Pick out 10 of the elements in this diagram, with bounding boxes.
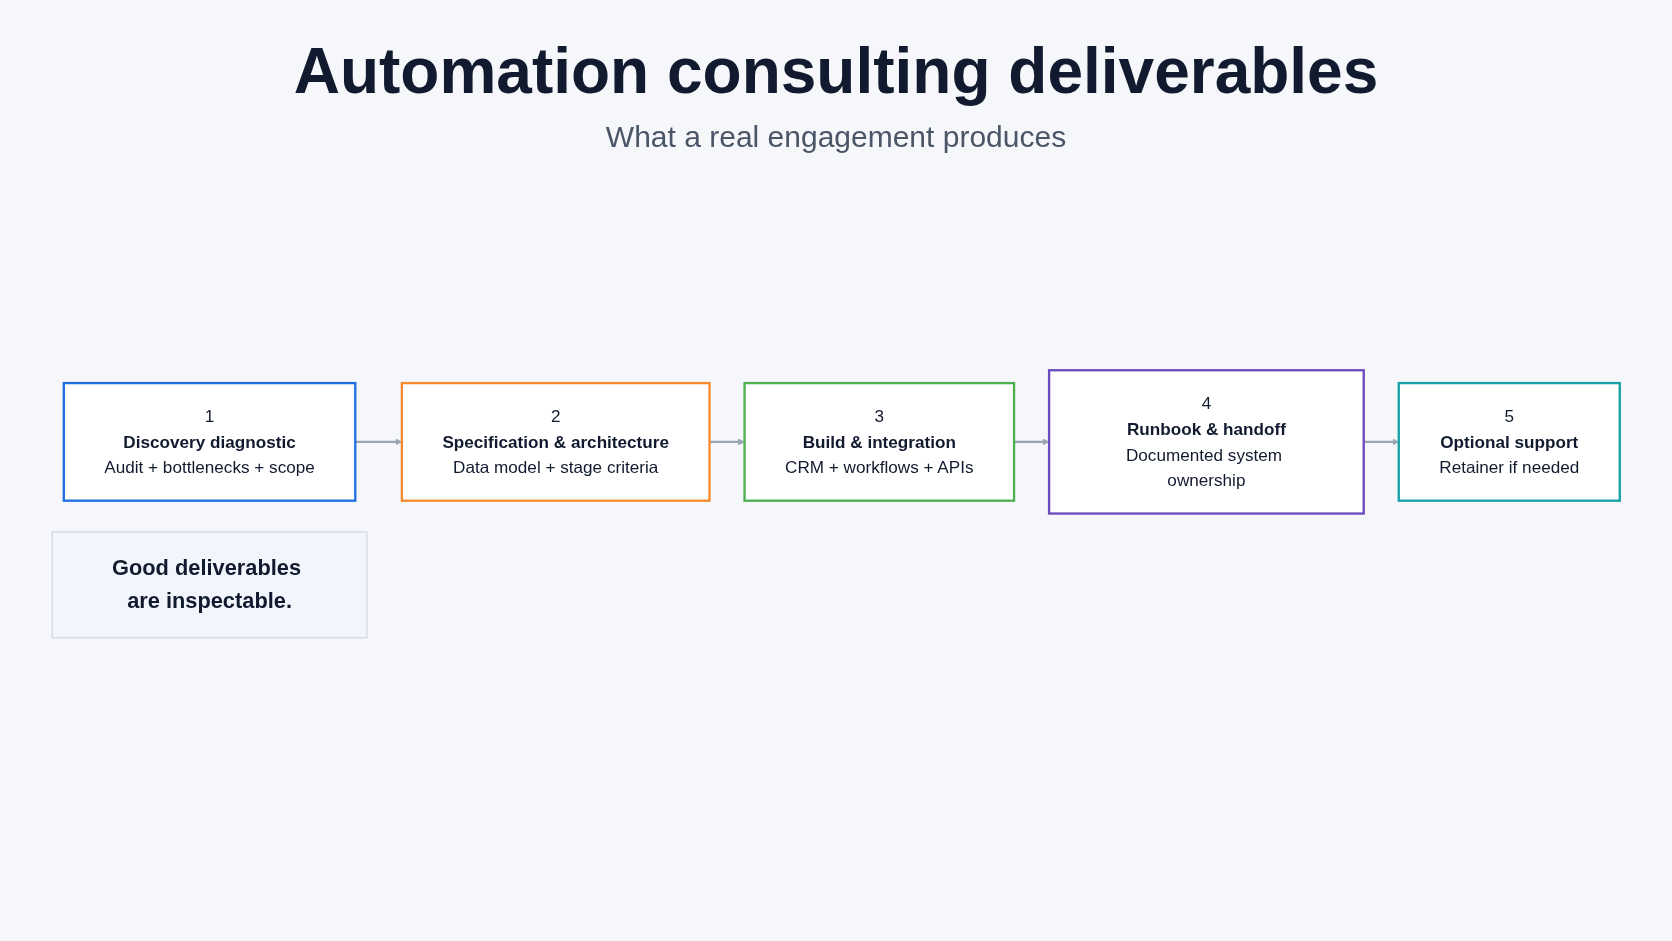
title: Automation consulting deliverables	[293, 36, 1379, 107]
arrow	[1014, 438, 1050, 446]
subtitle: What a real engagement produces	[605, 120, 1067, 155]
node-box: 5 Optional support Retainer if needed	[1397, 382, 1621, 503]
node-box: 3 Build & integration CRM + workflows + APIs	[743, 382, 1016, 503]
arrow	[709, 438, 745, 446]
node-box: 4 Runbook & handoff Documented system ownership	[1047, 369, 1365, 516]
node-box: 2 Specification & architecture Data model + stage criteria	[400, 382, 711, 503]
node-box: 1 Discovery diagnostic Audit + bottlenecks + scope	[62, 382, 357, 503]
node-box: Good deliverables are inspectable.	[51, 531, 368, 639]
